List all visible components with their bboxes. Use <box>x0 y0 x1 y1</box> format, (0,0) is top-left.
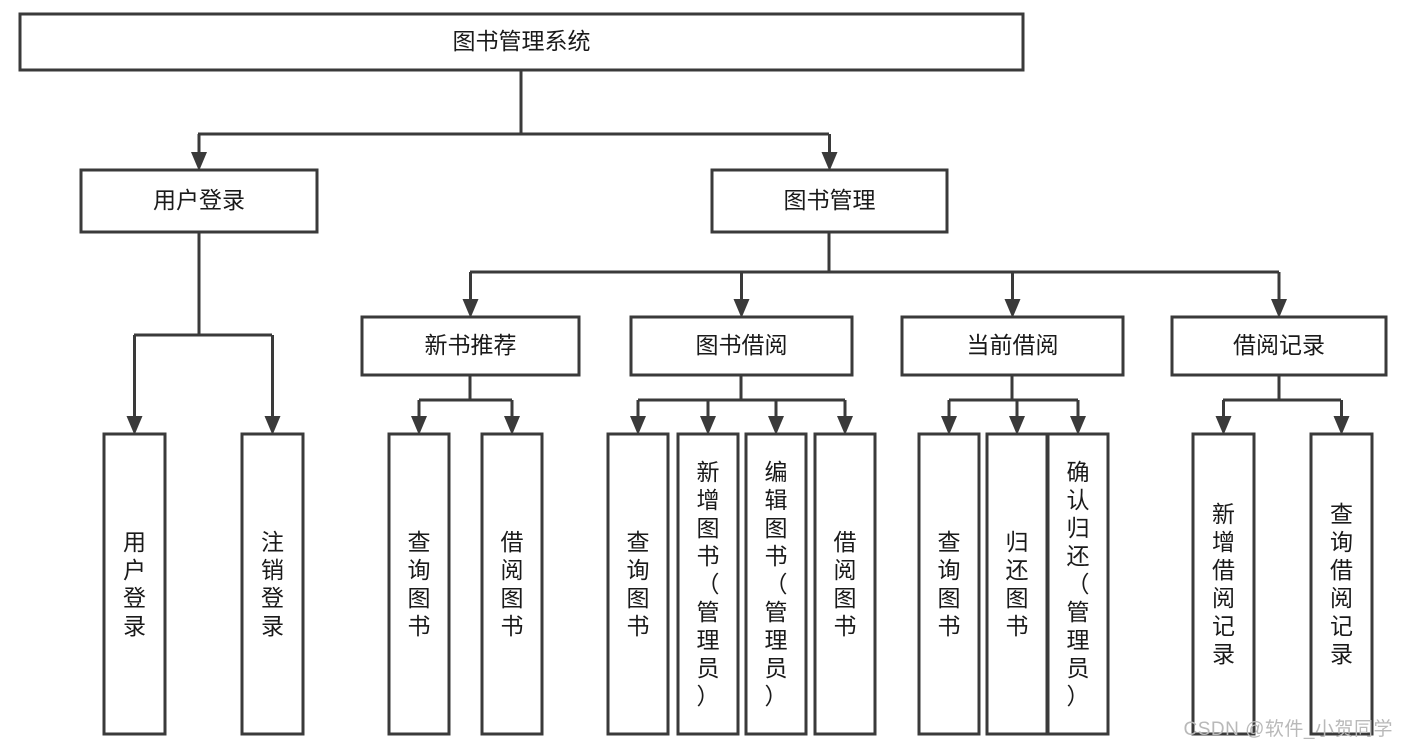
node-l4_c1[interactable]: 查询图书 <box>606 432 670 736</box>
arrow-head-l4_a1 <box>126 416 143 435</box>
arrow-head-l3_borrow <box>733 299 750 318</box>
node-l4_d2[interactable]: 归还图书 <box>985 432 1049 736</box>
arrow-head-l4_d1 <box>941 416 957 435</box>
node-box-l3_new_book[interactable] <box>360 315 581 377</box>
arrow-head-l3_new_book <box>462 299 479 318</box>
node-box-l4_a1[interactable] <box>102 432 167 736</box>
node-label-l4_e2: 查询借阅记录 <box>1330 501 1353 667</box>
node-layer: 图书管理系统用户登录图书管理新书推荐图书借阅当前借阅借阅记录用户登录注销登录查询… <box>18 12 1388 736</box>
node-box-l2_user_login[interactable] <box>79 168 319 234</box>
node-label-l3_record: 借阅记录 <box>1233 332 1325 358</box>
node-box-l4_d2[interactable] <box>985 432 1049 736</box>
node-box-l4_c4[interactable] <box>813 432 877 736</box>
arrow-head-l4_d3 <box>1070 416 1086 435</box>
node-label-root: 图书管理系统 <box>453 28 591 54</box>
node-l3_borrow[interactable]: 图书借阅 <box>629 315 854 377</box>
node-label-l4_c2: 新增图书（管理员） <box>697 459 720 709</box>
node-box-l4_e1[interactable] <box>1191 432 1256 736</box>
node-box-l4_b1[interactable] <box>387 432 451 736</box>
arrow-head-l4_e2 <box>1333 416 1350 435</box>
node-l4_c2[interactable]: 新增图书（管理员） <box>676 432 740 736</box>
node-label-l4_a1: 用户登录 <box>123 529 146 639</box>
node-box-l4_d1[interactable] <box>917 432 981 736</box>
node-box-l3_record[interactable] <box>1170 315 1388 377</box>
node-l4_b1[interactable]: 查询图书 <box>387 432 451 736</box>
node-label-l4_d2: 归还图书 <box>1006 529 1029 639</box>
node-root[interactable]: 图书管理系统 <box>18 12 1025 72</box>
node-label-l2_book_mgmt: 图书管理 <box>784 187 876 213</box>
arrow-head-l4_e1 <box>1215 416 1232 435</box>
arrow-head-l4_b2 <box>504 416 520 435</box>
node-l4_c4[interactable]: 借阅图书 <box>813 432 877 736</box>
node-box-l4_c3[interactable] <box>744 432 808 736</box>
node-box-l4_b2[interactable] <box>480 432 544 736</box>
node-label-l4_d3: 确认归还（管理员） <box>1067 459 1090 709</box>
node-l4_a2[interactable]: 注销登录 <box>240 432 305 736</box>
node-box-l4_a2[interactable] <box>240 432 305 736</box>
node-label-l2_user_login: 用户登录 <box>153 187 245 213</box>
node-box-l4_c2[interactable] <box>676 432 740 736</box>
node-l2_book_mgmt[interactable]: 图书管理 <box>710 168 949 234</box>
node-l4_d3[interactable]: 确认归还（管理员） <box>1046 432 1110 736</box>
node-box-l2_book_mgmt[interactable] <box>710 168 949 234</box>
node-l4_a1[interactable]: 用户登录 <box>102 432 167 736</box>
csdn-watermark: CSDN @软件_小贺同学 <box>1183 719 1393 740</box>
node-label-l4_a2: 注销登录 <box>261 529 284 639</box>
node-box-l4_e2[interactable] <box>1309 432 1374 736</box>
arrow-head-l4_c1 <box>630 416 646 435</box>
arrow-head-l4_d2 <box>1009 416 1025 435</box>
node-label-l4_d1: 查询图书 <box>938 529 961 639</box>
node-box-l3_borrow[interactable] <box>629 315 854 377</box>
node-l4_b2[interactable]: 借阅图书 <box>480 432 544 736</box>
node-l3_new_book[interactable]: 新书推荐 <box>360 315 581 377</box>
arrow-head-l2_book_mgmt <box>821 152 838 171</box>
node-box-l3_current[interactable] <box>900 315 1125 377</box>
node-l4_e2[interactable]: 查询借阅记录 <box>1309 432 1374 736</box>
node-l2_user_login[interactable]: 用户登录 <box>79 168 319 234</box>
arrow-head-l3_record <box>1271 299 1287 318</box>
node-l3_current[interactable]: 当前借阅 <box>900 315 1125 377</box>
connector-layer <box>126 70 1350 435</box>
node-label-l4_c4: 借阅图书 <box>834 529 857 639</box>
node-label-l4_c3: 编辑图书（管理员） <box>765 459 788 709</box>
arrow-head-l4_b1 <box>411 416 427 435</box>
node-label-l4_b2: 借阅图书 <box>501 529 524 639</box>
node-label-l4_b1: 查询图书 <box>408 529 431 639</box>
node-l4_c3[interactable]: 编辑图书（管理员） <box>744 432 808 736</box>
node-box-root[interactable] <box>18 12 1025 72</box>
arrow-head-l4_a2 <box>264 416 281 435</box>
node-box-l4_c1[interactable] <box>606 432 670 736</box>
arrow-head-l3_current <box>1004 299 1021 318</box>
node-label-l3_new_book: 新书推荐 <box>425 332 517 358</box>
arrow-head-l4_c3 <box>768 416 784 435</box>
node-l4_e1[interactable]: 新增借阅记录 <box>1191 432 1256 736</box>
node-l3_record[interactable]: 借阅记录 <box>1170 315 1388 377</box>
node-label-l3_borrow: 图书借阅 <box>696 332 788 358</box>
node-l4_d1[interactable]: 查询图书 <box>917 432 981 736</box>
node-box-l4_d3[interactable] <box>1046 432 1110 736</box>
node-label-l4_c1: 查询图书 <box>627 529 650 639</box>
arrow-head-l4_c2 <box>700 416 716 435</box>
arrow-head-l4_c4 <box>837 416 853 435</box>
arrow-head-l2_user_login <box>191 152 207 171</box>
node-label-l3_current: 当前借阅 <box>967 332 1059 358</box>
node-label-l4_e1: 新增借阅记录 <box>1212 501 1235 667</box>
